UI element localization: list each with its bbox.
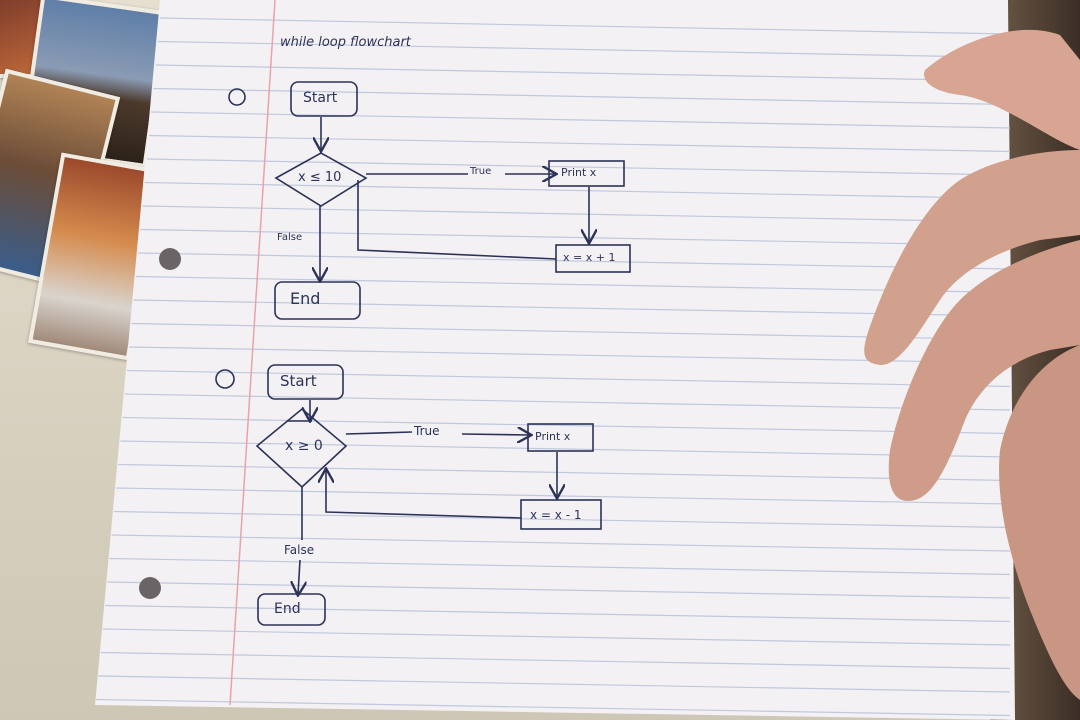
true-line-2: [345, 431, 413, 435]
end-label-2: End: [274, 601, 301, 617]
condition-node-1: [274, 152, 368, 207]
rule-line: [96, 698, 1011, 717]
punch-hole: [159, 248, 181, 270]
action-node-2: [527, 423, 594, 452]
condition-label-2: x ≥ 0: [285, 438, 323, 454]
rule-line: [155, 64, 1011, 82]
rule-line: [129, 346, 1011, 364]
update-node-2: [520, 499, 602, 530]
end-label-1: End: [290, 289, 321, 308]
rule-line: [118, 463, 1011, 482]
page-title: while loop flowchart: [280, 35, 411, 50]
paper-rule-lines: [96, 17, 1011, 717]
rule-line: [126, 369, 1011, 388]
false-arrow-2: [298, 559, 300, 594]
loop-back-line-2: [326, 470, 522, 519]
rule-line: [98, 675, 1011, 693]
rule-line: [100, 651, 1011, 670]
flowchart-1: [228, 81, 631, 320]
rule-line: [122, 416, 1011, 435]
true-label-2: True: [414, 424, 440, 438]
rule-line: [140, 228, 1011, 247]
loop-back-line-1: [357, 180, 557, 260]
end-node-1: [274, 281, 361, 320]
rule-line: [131, 322, 1011, 341]
rule-line: [153, 87, 1011, 106]
condition-label-1: x ≤ 10: [298, 170, 342, 185]
rule-line: [157, 40, 1011, 59]
rule-line: [102, 628, 1011, 646]
false-label-1: False: [277, 232, 303, 243]
rule-line: [107, 581, 1011, 599]
rule-line: [137, 252, 1011, 270]
flowchart-2: [215, 364, 602, 626]
true-label-1: True: [470, 166, 492, 177]
rule-line: [109, 557, 1011, 576]
true-arrow-2: [461, 434, 530, 435]
punch-hole: [139, 577, 161, 599]
update-label-2: x = x - 1: [530, 508, 582, 522]
start-label-1: Start: [303, 90, 338, 106]
paper-sheet: [95, 0, 1015, 720]
rule-line: [146, 158, 1011, 176]
action-label-1: Print x: [561, 166, 597, 179]
action-node-1: [548, 160, 625, 187]
margin-line: [229, 0, 276, 706]
false-label-2: False: [284, 543, 315, 557]
action-label-2: Print x: [535, 430, 571, 443]
rule-line: [142, 205, 1011, 223]
rule-line: [124, 393, 1011, 411]
start-node-1: [290, 81, 358, 117]
update-label-1: x = x + 1: [563, 251, 616, 264]
start-node-2: [267, 364, 344, 400]
rule-line: [111, 534, 1011, 552]
start-label-2: Start: [280, 372, 317, 390]
condition-node-2: [255, 407, 348, 489]
rule-line: [148, 134, 1011, 153]
end-node-2: [257, 593, 326, 626]
rule-line: [133, 299, 1011, 317]
rule-line: [159, 17, 1011, 35]
number-circle-2: [215, 369, 235, 389]
rule-line: [113, 510, 1011, 529]
number-circle-1: [228, 88, 246, 106]
rule-line: [135, 275, 1011, 294]
rule-line: [104, 604, 1011, 623]
rule-line: [120, 440, 1011, 458]
